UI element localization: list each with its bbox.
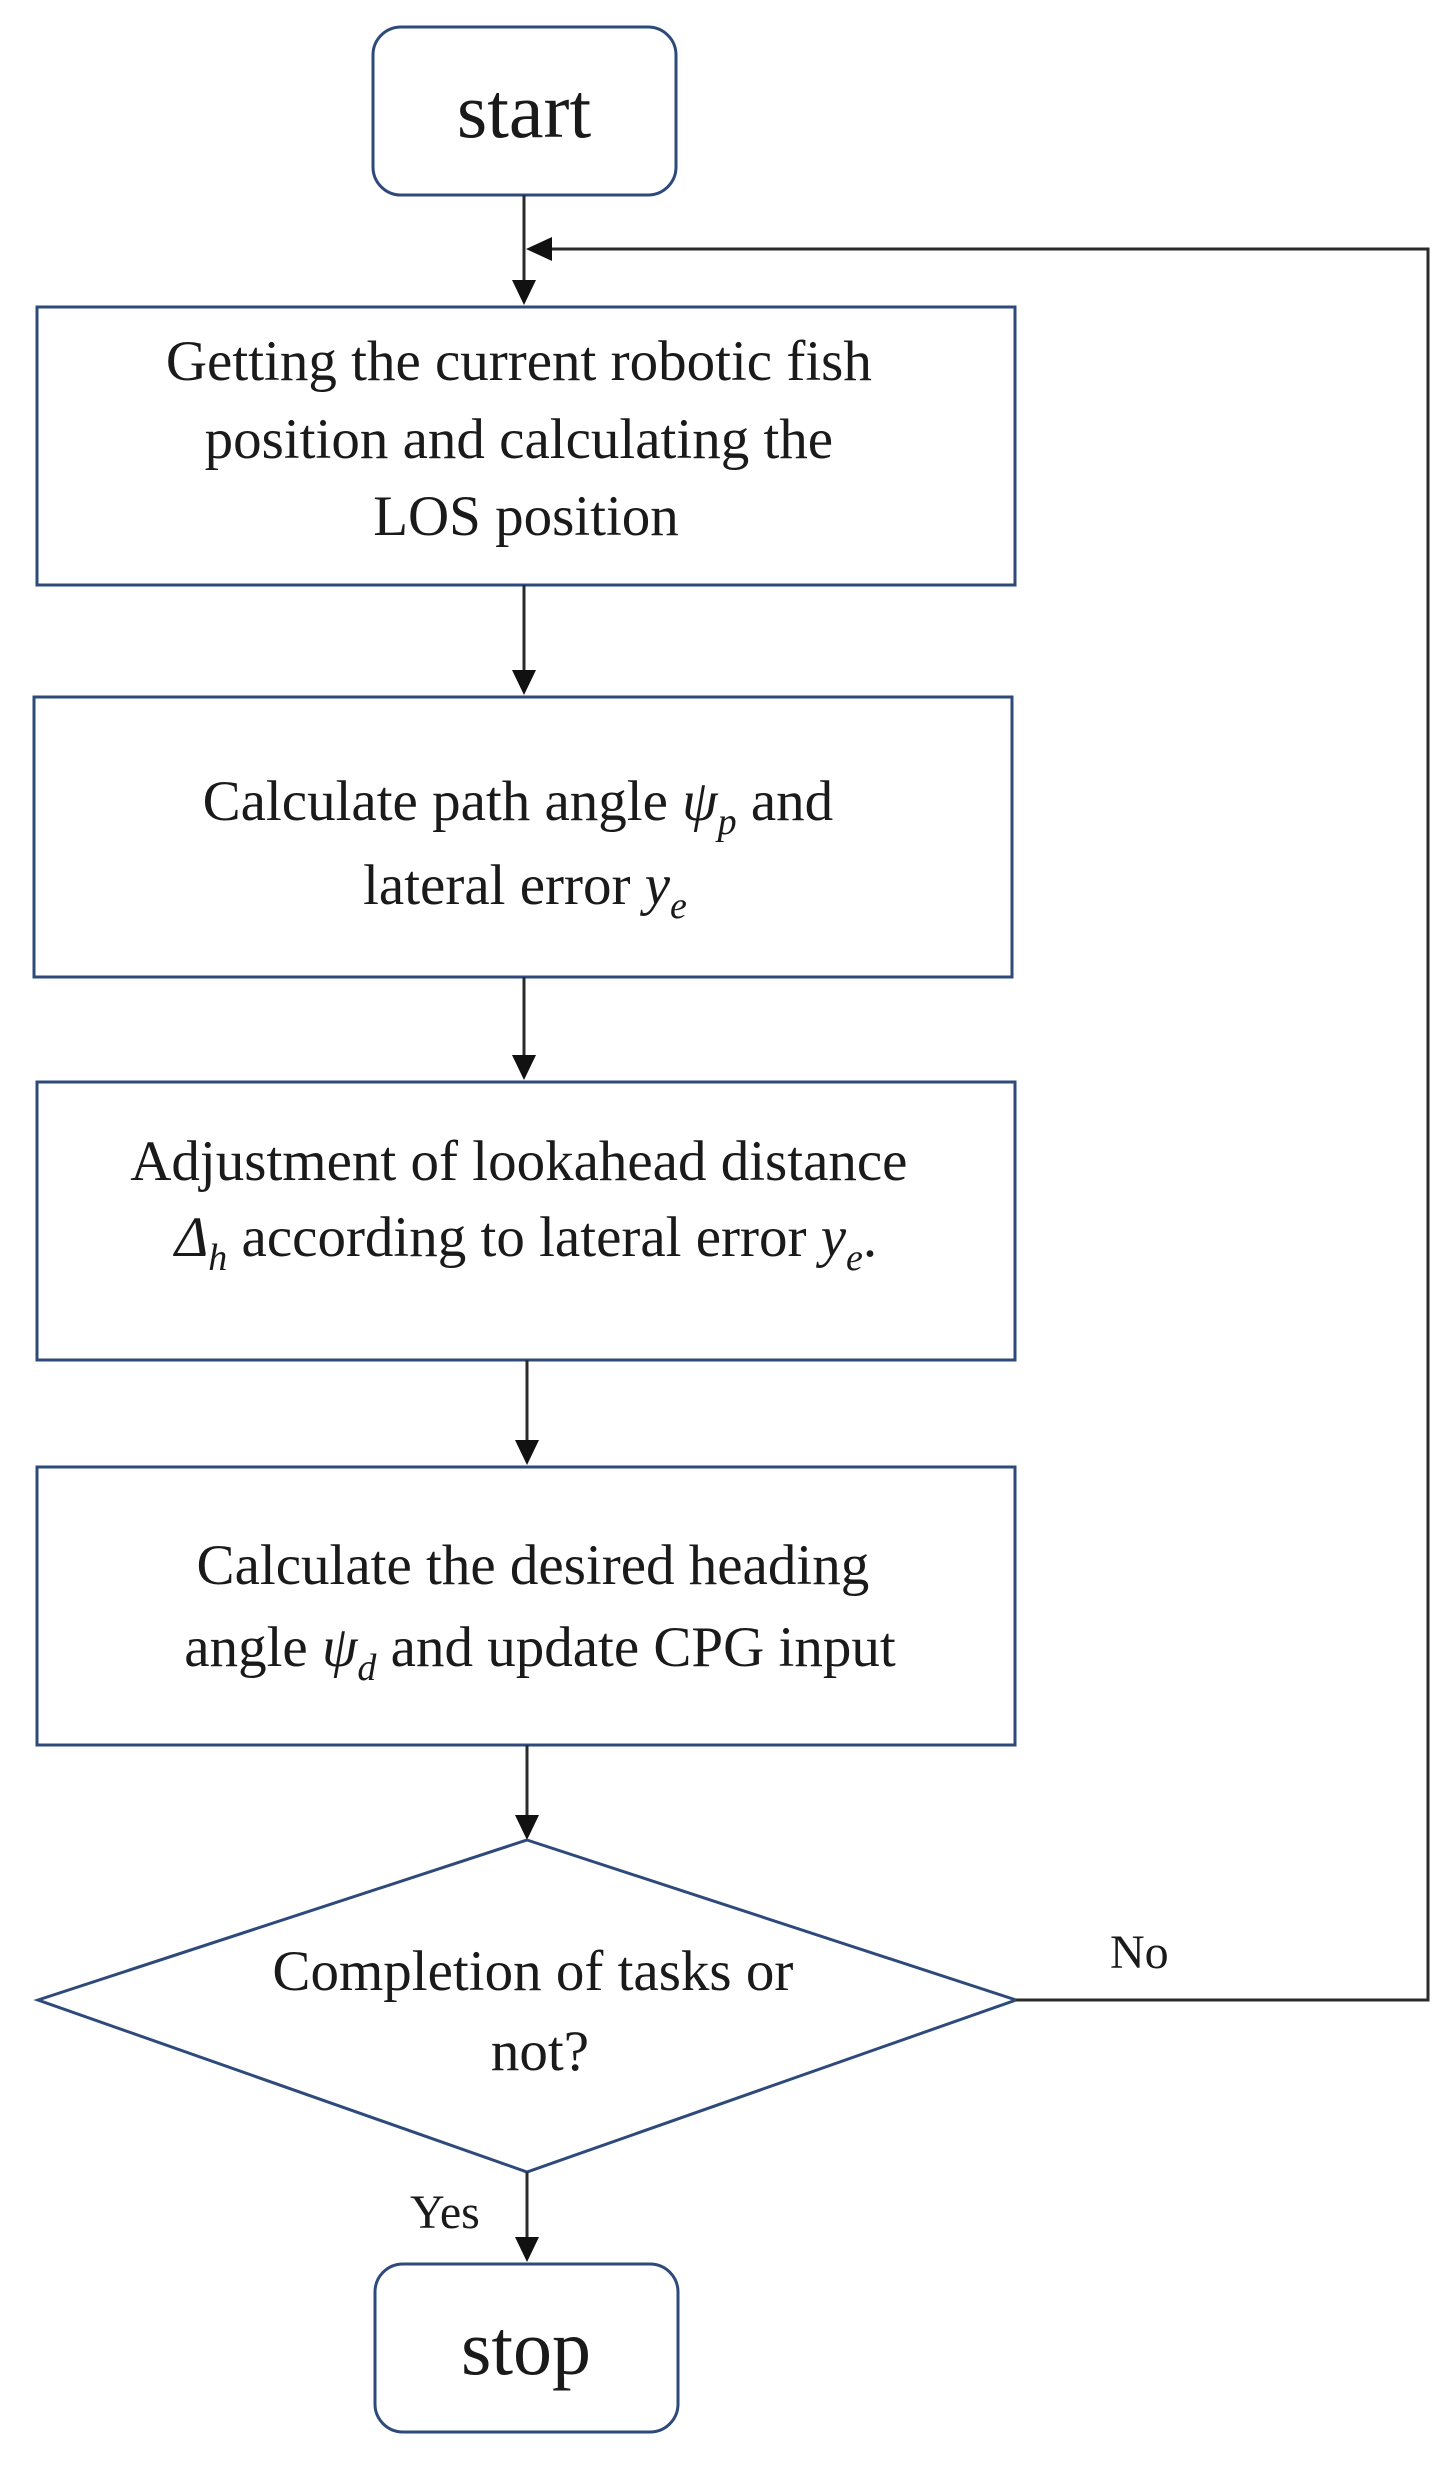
step4-line2-after: and update CPG input (376, 1616, 895, 1679)
process-box-get-position (35, 305, 1017, 587)
stop-terminal (373, 2262, 680, 2434)
delta-subscript-h: h (208, 1237, 227, 1279)
y-symbol-2: y (816, 1206, 847, 1269)
branch-label-no: No (1110, 1926, 1169, 1979)
arrowhead-stop (515, 2237, 539, 2262)
branch-label-yes: Yes (410, 2186, 480, 2239)
arrowhead-step3 (512, 1055, 536, 1080)
step4-line1: Calculate the desired heading (197, 1534, 870, 1597)
step2-line1: Calculate path angle ψp and (203, 770, 834, 843)
decision-line2: not? (491, 2020, 589, 2083)
psi-subscript-d: d (357, 1647, 377, 1689)
step2-line2-text: lateral error (363, 854, 645, 917)
psi-symbol: ψ (682, 770, 719, 833)
step1-line2: position and calculating the (205, 408, 833, 471)
decision-diamond (33, 1838, 1021, 2174)
step3-line2-after: . (863, 1206, 877, 1269)
process-text-path-angle: Calculate path angle ψp and lateral erro… (203, 770, 848, 927)
decision-text: Completion of tasks or not? (272, 1940, 807, 2083)
process-box-lookahead (35, 1080, 1017, 1362)
process-text-desired-heading: Calculate the desired heading angle ψd a… (184, 1534, 896, 1689)
arrowhead-step2 (512, 670, 536, 695)
arrowhead-step4 (515, 1440, 539, 1465)
step3-line2-mid: according to lateral error (227, 1206, 820, 1269)
step1-line1: Getting the current robotic fish (166, 330, 872, 393)
process-box-path-angle (32, 695, 1014, 979)
feedback-loop-no (552, 247, 1430, 2002)
psi-symbol-2: ψ (322, 1616, 359, 1679)
arrowhead-step1 (512, 280, 536, 305)
process-text-get-position: Getting the current robotic fish positio… (166, 330, 886, 548)
step1-line3: LOS position (373, 485, 679, 548)
step4-line2: angle ψd and update CPG input (184, 1616, 896, 1689)
step4-line2-text: angle (184, 1616, 322, 1679)
psi-subscript-p: p (715, 801, 737, 843)
step2-line2: lateral error ye (363, 854, 687, 927)
stop-label: stop (461, 2304, 591, 2391)
y-subscript-e-2: e (846, 1237, 863, 1279)
decision-line1: Completion of tasks or (272, 1940, 793, 2003)
step3-line2: Δh according to lateral error ye. (173, 1206, 877, 1279)
step2-line1-after: and (737, 770, 834, 833)
step2-line1-text: Calculate path angle (203, 770, 683, 833)
start-label: start (457, 67, 592, 154)
arrowhead-feedback (526, 237, 552, 261)
step3-line1: Adjustment of lookahead distance (130, 1130, 907, 1193)
arrowhead-decision (515, 1815, 539, 1840)
y-subscript-e: e (670, 885, 687, 927)
delta-symbol: Δ (173, 1206, 208, 1269)
process-text-lookahead: Adjustment of lookahead distance Δh acco… (130, 1130, 921, 1279)
process-box-desired-heading (35, 1465, 1017, 1747)
y-symbol: y (640, 854, 671, 917)
